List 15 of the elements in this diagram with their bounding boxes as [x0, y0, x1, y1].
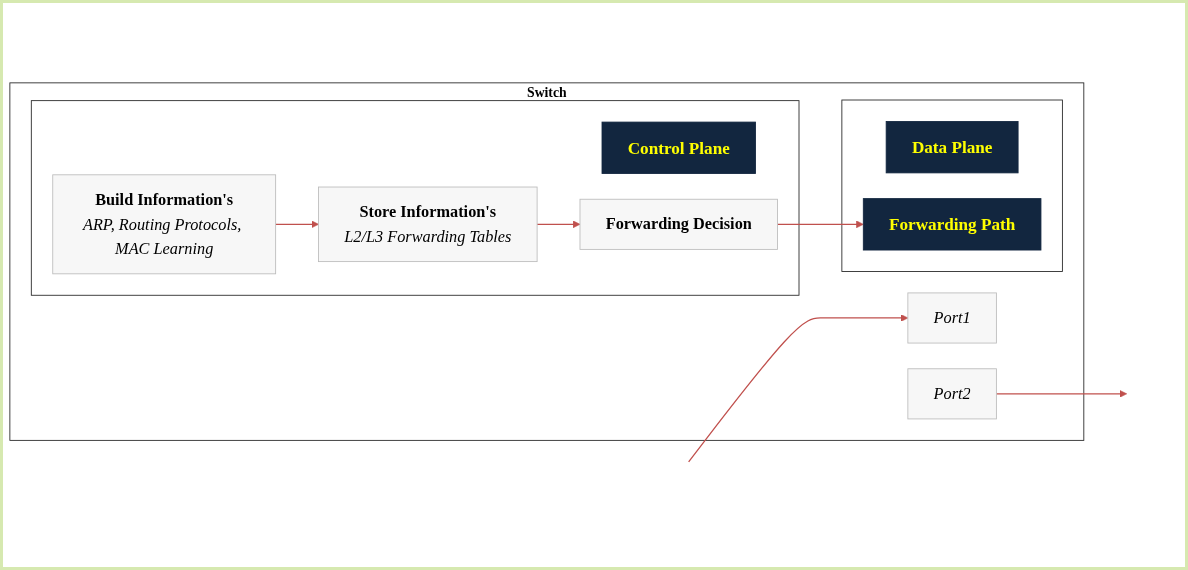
node-box: Data Plane [885, 120, 1019, 174]
arrow [275, 220, 319, 228]
cluster [841, 99, 1063, 272]
node-box: Store Information's L2/L3 Forwarding Tables [318, 186, 538, 262]
arrow [995, 389, 1128, 398]
arrow [776, 220, 864, 228]
arrow [536, 220, 581, 228]
node-box: Control Plane [601, 121, 756, 174]
node-box: Forwarding Decision [579, 198, 778, 250]
node-box: Build Information's ARP, Routing Protocols, MAC Learning [52, 174, 277, 275]
node-box: Port2 [907, 368, 997, 420]
node-box: Port1 [907, 292, 997, 344]
node-box: Forwarding Path [862, 198, 1042, 251]
arrow [688, 314, 909, 463]
cluster [30, 100, 800, 296]
